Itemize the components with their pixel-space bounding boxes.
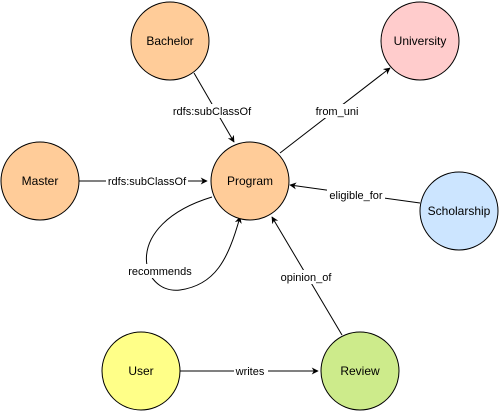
node-review-label: Review [340, 364, 380, 378]
node-bachelor[interactable]: Bachelor [130, 1, 210, 81]
node-scholarship-circle [419, 171, 499, 251]
node-university-label: University [394, 34, 447, 48]
edge-label-bachelor-program: rdfs:subClassOf [173, 106, 252, 118]
node-user-circle [101, 331, 181, 411]
node-review[interactable]: Review [320, 331, 400, 411]
edge-label-program-university: from_uni [316, 106, 359, 118]
node-program-label: Program [227, 174, 273, 188]
node-scholarship-label: Scholarship [428, 204, 491, 218]
node-program-circle [210, 141, 290, 221]
node-scholarship[interactable]: Scholarship [419, 171, 499, 251]
node-university-circle [380, 1, 460, 81]
node-user-label: User [128, 364, 153, 378]
node-master-circle [0, 141, 80, 221]
edge-program-recommends: recommends [128, 196, 242, 291]
edge-program-university: from_uni [279, 67, 391, 154]
edge-label-program-recommends: recommends [128, 266, 192, 278]
edge-review-program: opinion_of [271, 216, 343, 336]
node-master-label: Master [22, 174, 59, 188]
edge-label-user-review: writes [235, 366, 265, 378]
edge-bachelor-program: rdfs:subClassOf [172, 72, 254, 143]
edge-label-scholarship-program: eligible_for [329, 190, 383, 202]
node-user[interactable]: User [101, 331, 181, 411]
node-master[interactable]: Master [0, 141, 80, 221]
edge-scholarship-program: eligible_for [289, 182, 421, 204]
edge-master-program: rdfs:subClassOf [78, 174, 208, 188]
edge-label-review-program: opinion_of [281, 272, 333, 284]
node-bachelor-circle [130, 1, 210, 81]
node-bachelor-label: Bachelor [146, 34, 193, 48]
node-review-circle [320, 331, 400, 411]
edge-user-review: writes [180, 364, 319, 378]
edge-label-master-program: rdfs:subClassOf [108, 176, 187, 188]
node-university[interactable]: University [380, 1, 460, 81]
node-program[interactable]: Program [210, 141, 290, 221]
